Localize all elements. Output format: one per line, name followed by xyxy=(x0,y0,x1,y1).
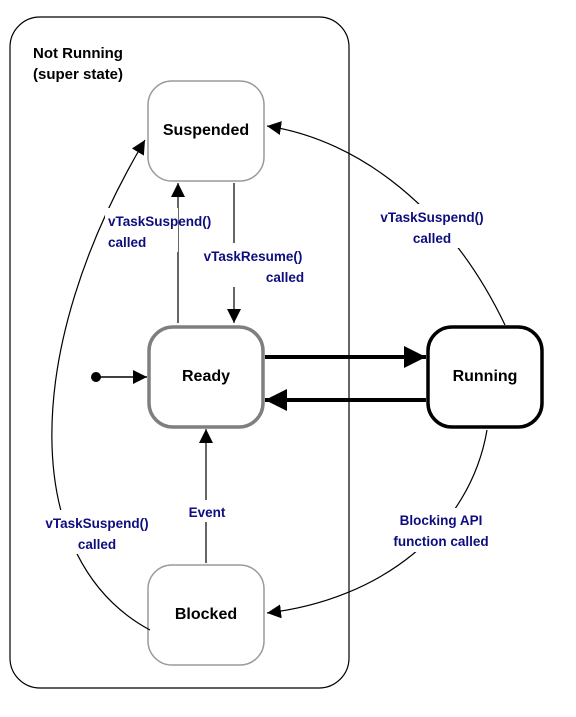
label-suspended-to-ready: vTaskResume() called xyxy=(198,243,310,287)
state-running: Running xyxy=(426,325,544,429)
label-suspended-to-ready-line1: vTaskResume() xyxy=(204,249,303,264)
label-running-to-blocked: Blocking API function called xyxy=(382,508,498,552)
label-blocked-to-ready: Event xyxy=(185,500,229,522)
running-to-blocked-arrow xyxy=(266,429,488,619)
super-state-title: Not Running xyxy=(33,45,123,62)
label-blocked-to-ready-line1: Event xyxy=(189,505,226,520)
label-suspended-to-ready-line2: called xyxy=(266,270,304,285)
label-ready-to-suspended: vTaskSuspend() called xyxy=(105,208,211,252)
label-ready-to-suspended-line1: vTaskSuspend() xyxy=(108,214,211,229)
initial-state-dot xyxy=(91,372,101,382)
label-running-to-suspended: vTaskSuspend() called xyxy=(372,204,494,248)
state-suspended-label: Suspended xyxy=(163,122,249,139)
state-suspended: Suspended xyxy=(147,80,265,182)
state-suspended-box xyxy=(147,80,265,182)
state-blocked-label: Blocked xyxy=(175,606,237,623)
label-running-to-blocked-line2: function called xyxy=(393,534,488,549)
label-running-to-suspended-line2: called xyxy=(413,231,451,246)
label-blocked-to-suspended-line2: called xyxy=(78,537,116,552)
state-blocked-box xyxy=(147,564,265,666)
label-running-to-suspended-line1: vTaskSuspend() xyxy=(380,210,483,225)
label-blocked-to-suspended: vTaskSuspend() called xyxy=(36,510,158,554)
state-ready: Ready xyxy=(147,325,265,429)
not-running-super-state xyxy=(9,16,350,689)
state-ready-box xyxy=(147,325,265,429)
label-running-to-blocked-line1: Blocking API xyxy=(400,513,483,528)
state-blocked: Blocked xyxy=(147,564,265,666)
state-running-box xyxy=(426,325,544,429)
super-state-subtitle: (super state) xyxy=(33,66,123,83)
blocked-to-suspended-arrow xyxy=(51,139,151,631)
label-ready-to-suspended-line2: called xyxy=(108,235,146,250)
state-ready-label: Ready xyxy=(182,368,230,385)
running-to-suspended-arrow xyxy=(266,121,506,326)
state-running-label: Running xyxy=(453,368,518,385)
label-blocked-to-suspended-line1: vTaskSuspend() xyxy=(45,516,148,531)
